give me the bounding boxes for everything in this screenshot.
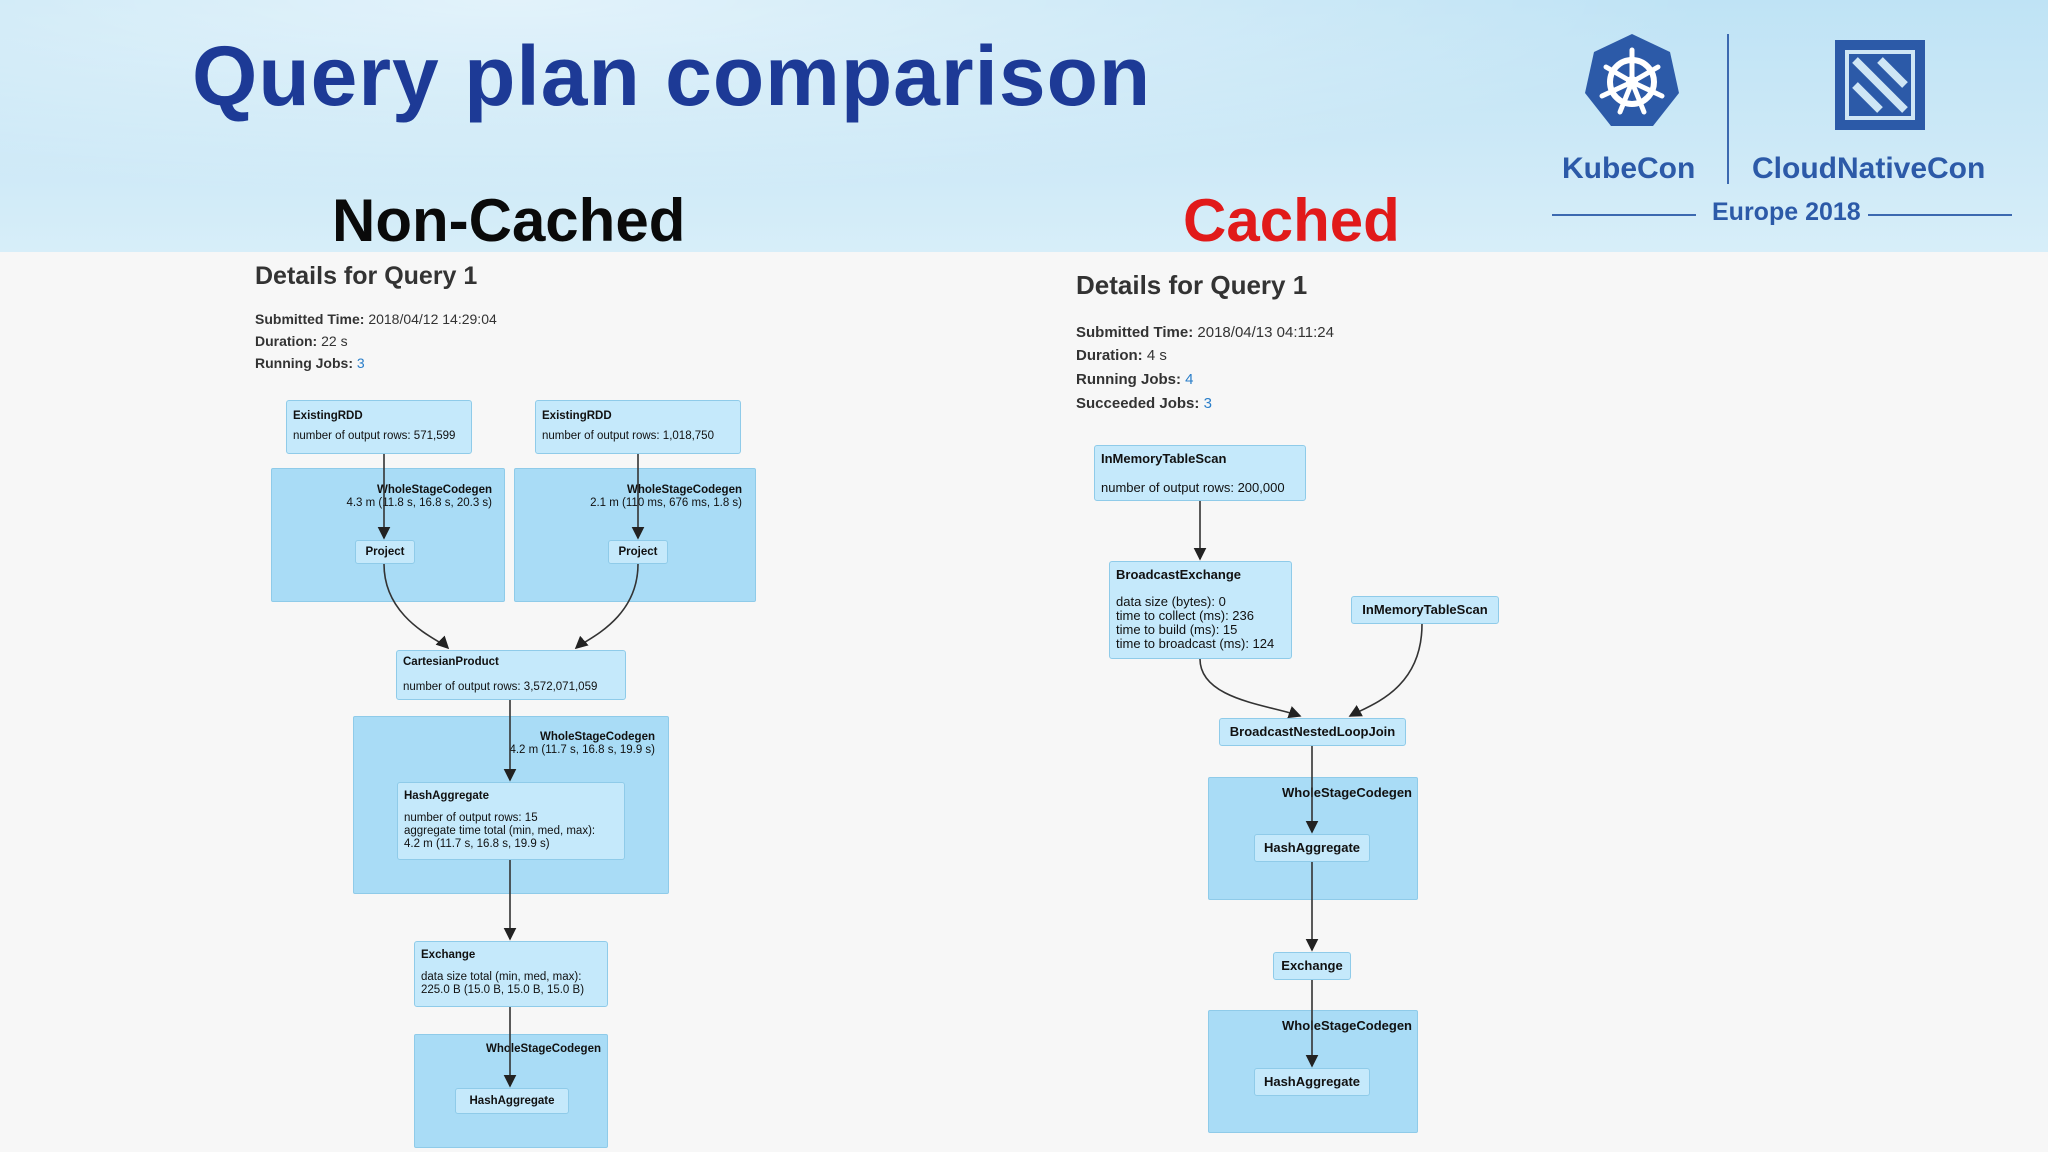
node-title: CartesianProduct [403,656,499,668]
exchange-node[interactable]: Exchange data size total (min, med, max)… [414,941,608,1007]
node-title: Exchange [1281,958,1343,973]
hash-aggregate-node[interactable]: HashAggregate [1254,1068,1370,1096]
project-node[interactable]: Project [608,540,668,564]
node-detail: number of output rows: 200,000 [1101,480,1285,495]
node-detail: 4.2 m (11.7 s, 16.8 s, 19.9 s) [404,838,550,850]
cluster-detail: 2.1 m (110 ms, 676 ms, 1.8 s) [590,497,742,509]
cluster-label: WholeStageCodegen 2.1 m (110 ms, 676 ms,… [590,484,742,510]
hash-aggregate-node[interactable]: HashAggregate [455,1088,569,1114]
in-memory-table-scan-node[interactable]: InMemoryTableScan [1351,596,1499,624]
event-label-row: Europe 2018 [1552,198,2012,232]
event-label: Europe 2018 [1712,198,1861,226]
node-detail: 225.0 B (15.0 B, 15.0 B, 15.0 B) [421,984,585,996]
kubernetes-logo-icon [1585,34,1679,126]
node-title: Project [365,546,405,558]
node-title: Project [618,546,658,558]
broadcast-exchange-node[interactable]: BroadcastExchange data size (bytes): 0 t… [1109,561,1292,659]
node-detail: number of output rows: 15 [404,812,538,824]
cluster-title: WholeStageCodegen [485,1043,601,1055]
hash-aggregate-node[interactable]: HashAggregate [1254,834,1370,862]
node-detail: data size (bytes): 0 [1116,594,1226,609]
cluster-title: WholeStageCodegen [376,484,492,496]
cluster-label: WholeStageCodegen 4.3 m (11.8 s, 16.8 s,… [346,484,492,510]
succeeded-jobs-label: Succeeded Jobs: [1076,395,1200,412]
cluster-title: WholeStageCodegen [1281,785,1412,800]
node-title: BroadcastNestedLoopJoin [1229,724,1396,739]
content-area [0,252,2048,1152]
running-jobs-label: Running Jobs: [255,355,353,371]
cloudnativecon-label: CloudNativeCon [1752,152,1986,185]
running-jobs-label: Running Jobs: [1076,371,1181,388]
exchange-node[interactable]: Exchange [1273,952,1351,980]
node-detail: aggregate time total (min, med, max): [404,825,596,837]
slide-banner [0,0,2048,252]
node-detail: number of output rows: 571,599 [293,430,456,442]
cluster-detail: 4.3 m (11.8 s, 16.8 s, 20.3 s) [346,497,492,509]
node-detail: time to build (ms): 15 [1116,622,1238,637]
node-title: InMemoryTableScan [1362,602,1488,617]
cluster-label: WholeStageCodegen [486,1043,601,1056]
node-detail: number of output rows: 3,572,071,059 [403,681,598,693]
project-node[interactable]: Project [355,540,415,564]
node-detail: time to broadcast (ms): 124 [1116,636,1275,651]
duration-value: 4 s [1146,347,1167,364]
cluster-title: WholeStageCodegen [1281,1018,1412,1033]
query-title: Details for Query 1 [1076,270,1308,300]
node-title: ExistingRDD [542,410,612,422]
broadcast-nested-loop-join-node[interactable]: BroadcastNestedLoopJoin [1219,718,1406,746]
node-title: HashAggregate [469,1095,555,1107]
cluster-detail: 4.2 m (11.7 s, 16.8 s, 19.9 s) [509,744,655,756]
existing-rdd-node[interactable]: ExistingRDD number of output rows: 1,018… [535,400,741,454]
submitted-label: Submitted Time: [1076,324,1194,341]
node-detail: data size total (min, med, max): [421,971,582,983]
submitted-value: 2018/04/12 14:29:04 [368,311,497,327]
kubecon-label: KubeCon [1562,152,1696,185]
submitted-value: 2018/04/13 04:11:24 [1197,324,1334,341]
cluster-label: WholeStageCodegen [1282,786,1412,800]
node-title: HashAggregate [1263,840,1361,855]
node-detail: number of output rows: 1,018,750 [542,430,714,442]
query-title: Details for Query 1 [255,262,478,290]
duration-label: Duration: [1076,347,1143,364]
cartesian-product-node[interactable]: CartesianProduct number of output rows: … [396,650,626,700]
node-title: Exchange [421,949,476,961]
slide-title: Query plan comparison [192,29,1152,123]
in-memory-table-scan-node[interactable]: InMemoryTableScan number of output rows:… [1094,445,1306,501]
noncached-header: Non-Cached [332,187,686,254]
running-jobs-link[interactable]: 3 [356,355,365,371]
cluster-title: WholeStageCodegen [626,484,742,496]
cached-header: Cached [1183,187,1400,254]
hash-aggregate-node[interactable]: HashAggregate number of output rows: 15 … [397,782,625,860]
cluster-label: WholeStageCodegen [1282,1019,1412,1033]
node-title: HashAggregate [1263,1074,1361,1089]
cluster-label: WholeStageCodegen 4.2 m (11.7 s, 16.8 s,… [509,731,655,757]
running-jobs-link[interactable]: 4 [1185,371,1194,388]
duration-value: 22 s [321,333,348,349]
node-title: InMemoryTableScan [1101,451,1227,466]
logo-divider [1727,34,1729,184]
node-title: ExistingRDD [293,410,363,422]
node-detail: time to collect (ms): 236 [1116,608,1254,623]
existing-rdd-node[interactable]: ExistingRDD number of output rows: 571,5… [286,400,472,454]
duration-label: Duration: [255,333,318,349]
succeeded-jobs-link[interactable]: 3 [1203,395,1212,412]
cluster-title: WholeStageCodegen [539,731,655,743]
cncf-logo-icon [1835,40,1925,130]
node-title: BroadcastExchange [1116,567,1241,582]
node-title: HashAggregate [404,790,489,802]
submitted-label: Submitted Time: [255,311,365,327]
